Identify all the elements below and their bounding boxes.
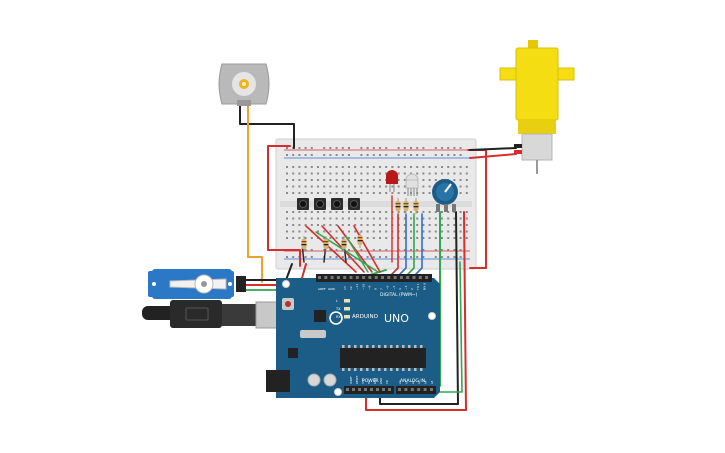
wire-dc-motor-black: [239, 103, 295, 149]
power-jack[interactable]: [266, 370, 290, 392]
analog-pin-label: A2: [411, 380, 415, 384]
digital-pin-label: 7: [380, 288, 384, 290]
analog-pin-label: A3: [417, 380, 421, 384]
wire-left-red: [267, 145, 301, 267]
board-model: UNO: [384, 312, 409, 325]
digital-pin-label: RX 0: [422, 283, 426, 290]
board-led: TX: [335, 307, 350, 311]
power-pin-label: Vin: [385, 380, 389, 384]
rgb-led[interactable]: [405, 173, 419, 196]
potentiometer[interactable]: [432, 179, 458, 212]
digital-pin-label: 2: [410, 288, 414, 290]
push-button[interactable]: [297, 198, 309, 210]
resistors: [301, 198, 419, 252]
power-header[interactable]: [344, 386, 394, 394]
digital-pin-label: 12: [349, 286, 353, 290]
analog-pin-label: A1: [404, 380, 408, 384]
red-led[interactable]: [386, 170, 398, 192]
analog-header[interactable]: [396, 386, 436, 394]
power-pin-label: 3.3V: [361, 378, 365, 384]
power-pin-label: GND: [373, 378, 377, 384]
digital-pins: [318, 276, 429, 279]
svg-text:TX: TX: [335, 307, 341, 311]
push-button[interactable]: [331, 198, 343, 210]
push-button[interactable]: [348, 198, 360, 210]
resistor: [413, 198, 419, 214]
dc-motor[interactable]: [218, 63, 270, 106]
digital-pin-label: ~9: [367, 285, 371, 290]
power-pin-label: 5V: [367, 380, 371, 384]
digital-header-label: DIGITAL (PWM~): [380, 292, 418, 298]
wire-gear-motor-black: [469, 147, 517, 151]
resistor: [395, 198, 401, 214]
board-brand: ARDUINO: [352, 314, 379, 320]
breadboard-holes: [286, 147, 468, 258]
digital-pin-label: ~5: [392, 285, 396, 290]
analog-header-label: ANALOG IN: [400, 378, 425, 384]
usb-cable[interactable]: [142, 300, 279, 329]
power-pin-label: IOREF: [349, 376, 353, 384]
resistor: [341, 236, 347, 252]
analog-pin-label: A0: [398, 380, 402, 384]
gear-motor[interactable]: [499, 40, 575, 174]
atmega-chip: [340, 348, 426, 368]
usb-icon: [185, 307, 209, 321]
arduino-logo-icon: [329, 311, 343, 325]
analog-pin-label: A5: [430, 380, 434, 384]
power-pin-label: GND: [379, 378, 383, 384]
digital-pin-label: 13: [343, 286, 347, 290]
push-button[interactable]: [314, 198, 326, 210]
digital-pin-label: ~10: [361, 284, 365, 290]
digital-pin-label: ~6: [386, 285, 390, 290]
resistor: [323, 236, 329, 252]
wire-pot-red: [365, 211, 467, 411]
power-pin-label: RESET: [355, 375, 359, 384]
resistor: [301, 236, 307, 252]
wire-gear-motor-red: [469, 153, 517, 159]
digital-pin-label: 4: [398, 288, 402, 290]
svg-text:L: L: [336, 299, 338, 303]
digital-pin-label: ~11: [355, 284, 359, 290]
digital-header[interactable]: [316, 274, 432, 282]
resistor: [357, 232, 363, 248]
push-buttons[interactable]: [297, 198, 360, 210]
resistor: [403, 198, 409, 214]
board-leds: L TX RX: [335, 299, 350, 319]
micro-servo[interactable]: [148, 269, 246, 299]
gnd-label: GND: [328, 287, 336, 291]
analog-pin-label: A4: [424, 380, 428, 384]
digital-pin-label: 8: [374, 288, 378, 290]
digital-pin-label: TX 1: [416, 283, 420, 291]
wire-dc-motor-orange: [247, 103, 263, 283]
aref-label: AREF: [318, 287, 326, 291]
power-header-label: POWER: [362, 378, 379, 384]
board-led: RX: [336, 315, 350, 319]
digital-pin-label: ~3: [404, 285, 408, 290]
board-led: L: [336, 299, 350, 303]
svg-text:RX: RX: [336, 315, 341, 319]
